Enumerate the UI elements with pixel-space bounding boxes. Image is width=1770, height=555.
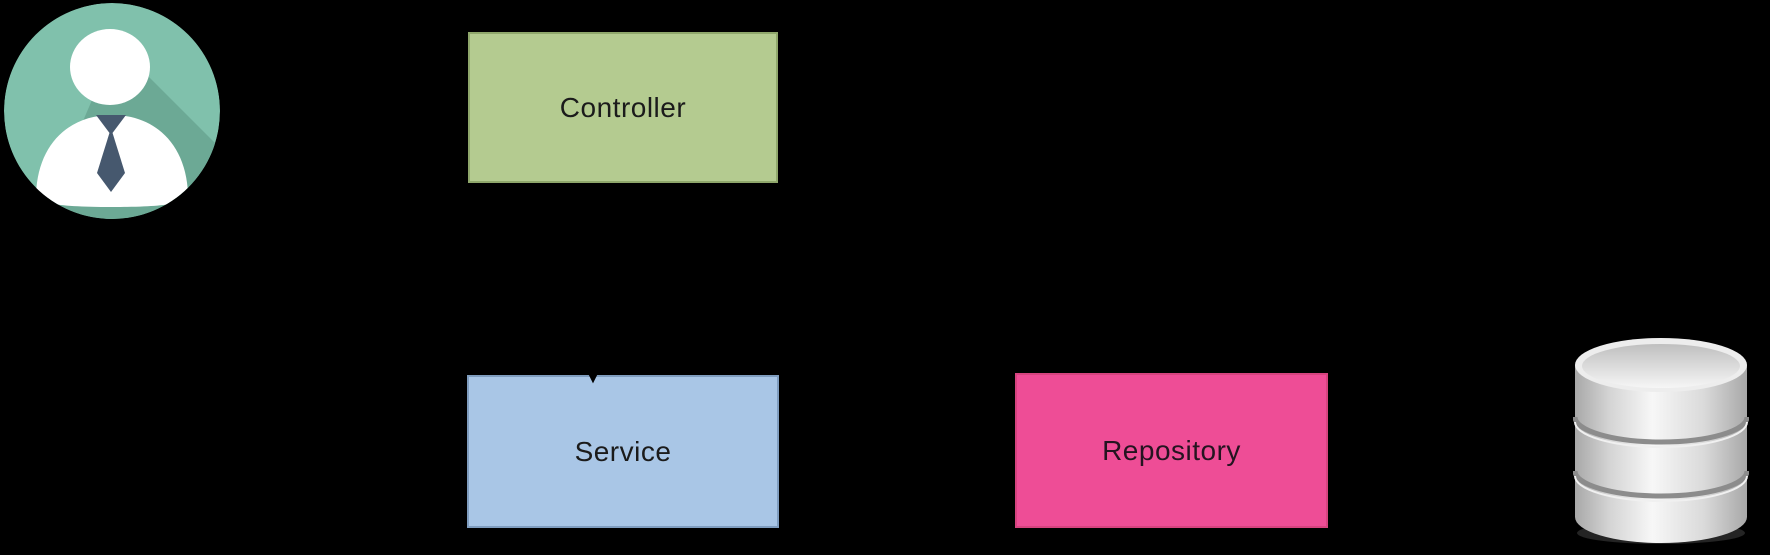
database-top-inner [1582,344,1740,388]
arrow-service-to-repository [783,441,1015,461]
user-avatar-icon [2,2,222,220]
avatar-tie-knot [96,115,126,135]
service-node: Service [467,375,779,528]
controller-label: Controller [559,91,687,123]
arrow-controller-to-service [583,185,603,384]
arrow-user-to-controller [230,97,468,117]
database-graphic [1573,338,1749,544]
database-groove-bottom-highlight [1574,475,1748,502]
service-label: Service [574,435,672,467]
database-icon [1573,335,1749,547]
database-groove-bottom [1573,470,1749,499]
avatar-tie-blade [97,128,125,192]
user-avatar-graphic [4,3,220,219]
arrow-repository-to-database [1332,441,1572,461]
avatar-head [70,29,150,105]
database-groove-top [1573,416,1749,445]
controller-node: Controller [468,32,778,183]
repository-node: Repository [1015,373,1328,528]
repository-label: Repository [1102,434,1241,466]
database-groove-top-highlight [1574,421,1748,448]
